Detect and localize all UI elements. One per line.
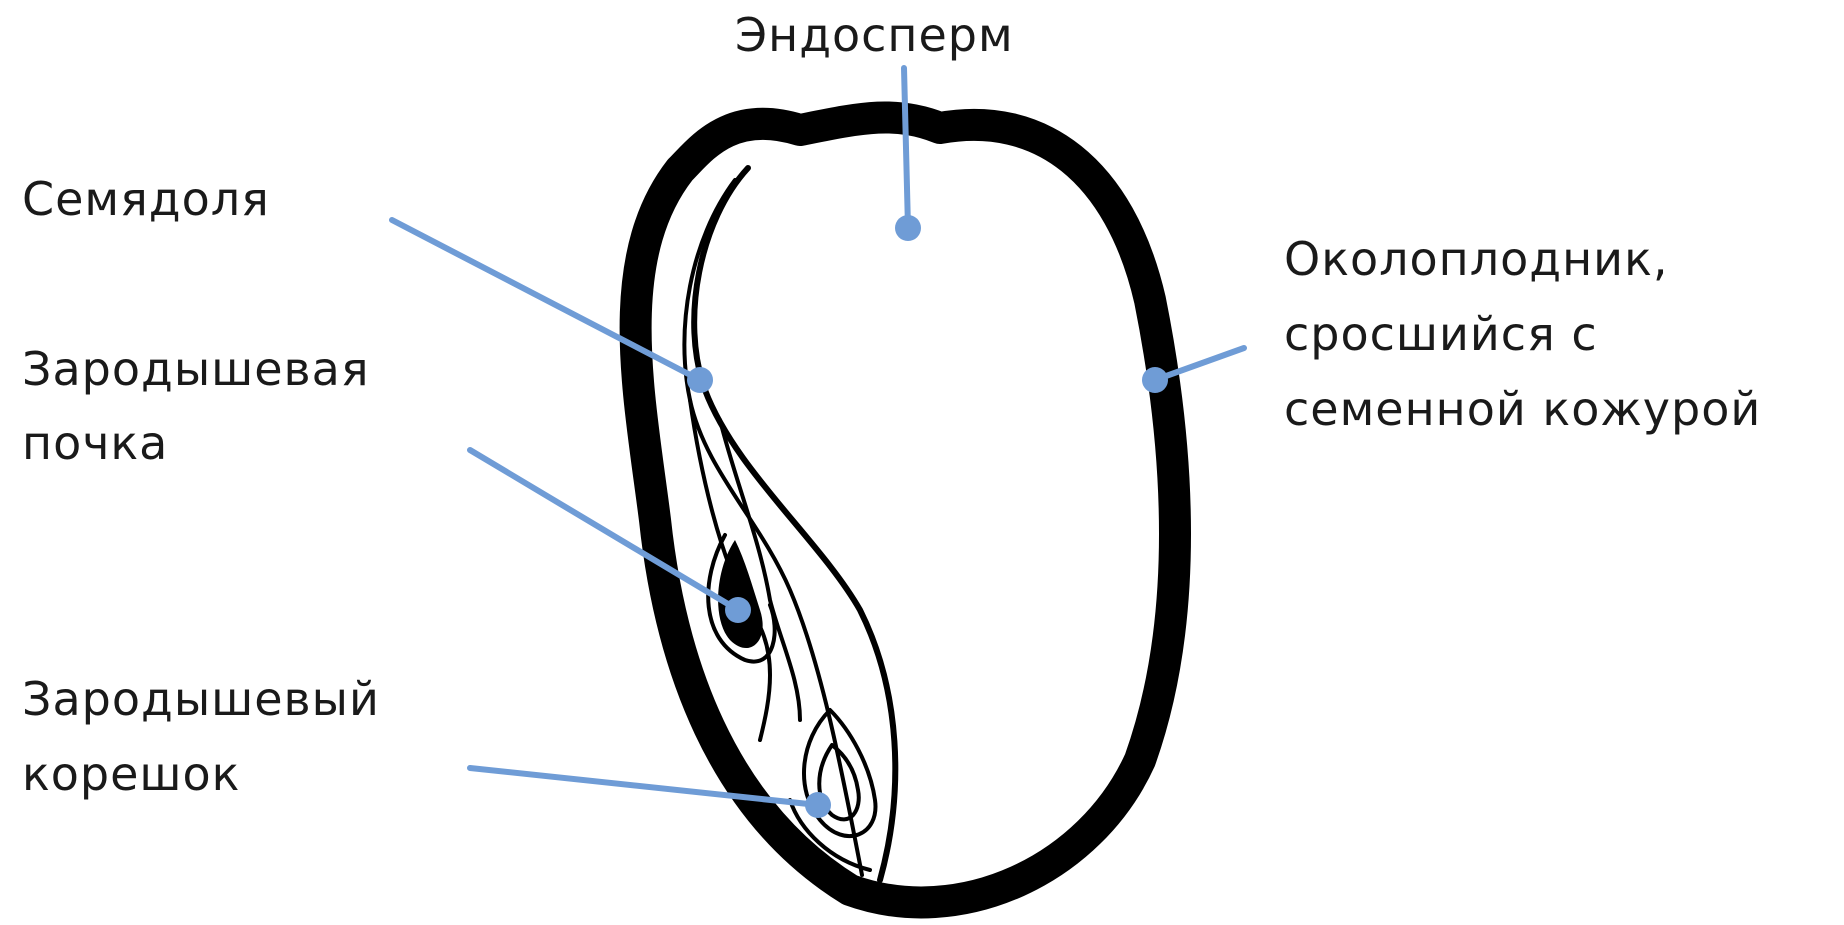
label-cotyledon: Семядоля [22,170,270,228]
radicle-leader-dot [805,792,831,818]
label-endosperm: Эндосперм [735,6,1014,64]
endosperm-leader-dot [895,215,921,241]
germ-bud-leader-line [470,450,738,610]
label-germ-bud-line1: Зародышевая [22,340,370,398]
cotyledon-leader-dot [687,367,713,393]
label-radicle-line1: Зародышевый [22,670,380,728]
endosperm-leader-line [904,68,908,228]
pericarp-leader-dot [1142,367,1168,393]
label-pericarp-line2: сросшийся с [1284,305,1598,363]
label-pericarp-line1: Околоплодник, [1284,230,1668,288]
cotyledon-inner-outline [684,180,862,875]
germ-bud-leader-dot [725,597,751,623]
label-pericarp-line3: семенной кожурой [1284,380,1761,438]
radicle-leader-line [470,768,818,805]
label-radicle-line2: корешок [22,745,240,803]
label-germ-bud-line2: почка [22,414,168,472]
